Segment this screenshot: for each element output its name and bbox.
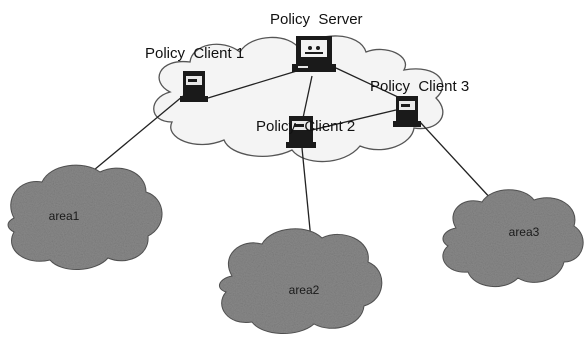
client2-label: Policy Client 2 — [256, 118, 355, 135]
server-label: Policy Server — [270, 11, 363, 28]
area3-label: area3 — [509, 225, 540, 239]
link-client1-server — [207, 69, 301, 99]
link-client1-area1 — [93, 95, 184, 171]
client2-router-icon — [286, 116, 316, 148]
area2-cloud — [218, 228, 383, 335]
client1-router-icon — [180, 71, 208, 102]
network-cloud — [153, 35, 444, 163]
server-computer-icon — [292, 36, 336, 72]
client1-label: Policy Client 1 — [145, 45, 244, 62]
area2-label: area2 — [289, 283, 320, 297]
area3-cloud — [442, 189, 584, 288]
area1-cloud — [7, 164, 163, 271]
link-server-client2 — [302, 75, 313, 119]
link-server-client3 — [335, 67, 401, 99]
link-client2-client3 — [311, 109, 397, 131]
client3-router-icon — [393, 96, 421, 127]
client3-label: Policy Client 3 — [370, 78, 469, 95]
area1-label: area1 — [49, 209, 80, 223]
